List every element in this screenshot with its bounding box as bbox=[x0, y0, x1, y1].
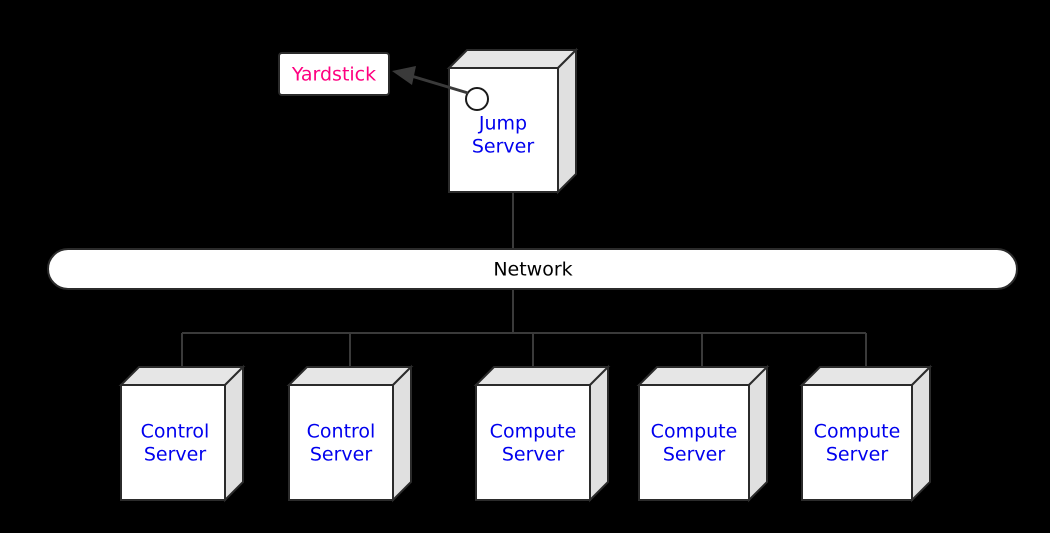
node-network[interactable]: Network bbox=[47, 248, 1018, 290]
control-server-2-label-line2: Server bbox=[310, 444, 372, 466]
jump-server-top-face bbox=[446, 49, 579, 69]
compute-server-3-label-line1: Compute bbox=[814, 421, 901, 443]
node-compute-server-3[interactable]: Compute Server bbox=[799, 364, 933, 503]
compute-server-1-label-line2: Server bbox=[502, 444, 564, 466]
connection-port-circle-icon bbox=[465, 87, 489, 111]
control-server-1-label-line1: Control bbox=[141, 421, 210, 443]
control-server-1-top-face bbox=[118, 366, 246, 386]
compute-server-3-top-face bbox=[799, 366, 933, 386]
jump-server-label-line2: Server bbox=[472, 136, 534, 158]
node-control-server-2[interactable]: Control Server bbox=[286, 364, 414, 503]
control-server-2-label-line1: Control bbox=[307, 421, 376, 443]
node-jump-server[interactable]: Jump Server bbox=[446, 47, 579, 195]
control-server-2-front-face bbox=[288, 384, 394, 501]
node-compute-server-2[interactable]: Compute Server bbox=[636, 364, 770, 503]
arrow-head-icon bbox=[392, 66, 416, 85]
jump-server-label-line1: Jump bbox=[478, 113, 527, 135]
compute-server-1-top-face bbox=[473, 366, 611, 386]
compute-server-2-label-line2: Server bbox=[663, 444, 725, 466]
control-server-1-label-line2: Server bbox=[144, 444, 206, 466]
jump-server-side-face bbox=[557, 47, 577, 195]
yardstick-label: Yardstick bbox=[291, 64, 376, 86]
compute-server-2-top-face bbox=[636, 366, 770, 386]
arrow-shaft bbox=[407, 73, 469, 95]
node-compute-server-1[interactable]: Compute Server bbox=[473, 364, 611, 503]
control-server-1-side-face bbox=[224, 364, 244, 503]
compute-server-3-side-face bbox=[911, 364, 931, 503]
network-label: Network bbox=[493, 259, 572, 281]
compute-server-2-side-face bbox=[748, 364, 768, 503]
compute-server-2-front-face bbox=[638, 384, 750, 501]
yardstick-callout-arrow bbox=[392, 66, 469, 95]
network-bar bbox=[47, 248, 1018, 290]
compute-server-1-label-line1: Compute bbox=[490, 421, 577, 443]
compute-server-1-side-face bbox=[589, 364, 609, 503]
compute-server-1-front-face bbox=[475, 384, 591, 501]
compute-server-2-label-line1: Compute bbox=[651, 421, 738, 443]
control-server-2-side-face bbox=[392, 364, 412, 503]
compute-server-3-label-line2: Server bbox=[826, 444, 888, 466]
control-server-2-top-face bbox=[286, 366, 414, 386]
callout-yardstick[interactable]: Yardstick bbox=[278, 52, 390, 96]
compute-server-3-front-face bbox=[801, 384, 913, 501]
connector-layer bbox=[181, 192, 867, 386]
control-server-1-front-face bbox=[120, 384, 226, 501]
node-control-server-1[interactable]: Control Server bbox=[118, 364, 246, 503]
yardstick-callout-box bbox=[278, 52, 390, 96]
jump-server-front-face bbox=[448, 67, 559, 193]
